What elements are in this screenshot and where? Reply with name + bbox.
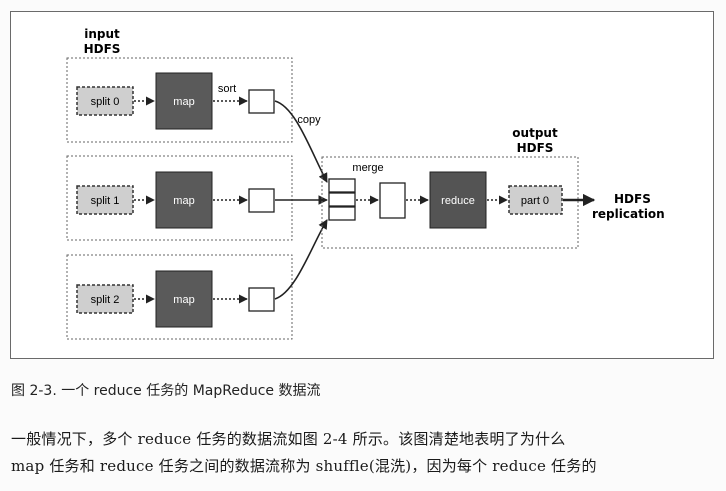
copy-arrow-0 [274, 100, 328, 183]
paragraph-line-2: map 任务和 reduce 任务之间的数据流称为 shuffle(混洗)，因为… [11, 457, 597, 475]
map-box-2 [155, 270, 213, 328]
split-box-2 [76, 284, 134, 314]
node-box-2 [66, 254, 293, 340]
split-label-1: split 1 [91, 195, 120, 207]
paragraph-line-1: 一般情况下，多个 reduce 任务的数据流如图 2-4 所示。该图清楚地表明了… [11, 430, 566, 448]
map-row-2: split 2 map [66, 254, 293, 340]
split-box-1 [76, 185, 134, 215]
reduce-node-box [321, 156, 579, 249]
copy-arrow-2 [274, 219, 328, 300]
map-label-2: map [173, 294, 194, 306]
input-hdfs-label-line1: input [84, 27, 120, 41]
split-label-2: split 2 [91, 294, 120, 306]
sort-output-box-1 [248, 188, 275, 213]
mapreduce-dataflow-diagram: input HDFS output HDFS split 0 map sort … [66, 27, 665, 340]
output-hdfs-label-line2: HDFS [517, 141, 554, 155]
split-box-0 [76, 86, 134, 116]
merge-label: merge [352, 162, 383, 174]
merged-box [379, 182, 406, 219]
map-label-0: map [173, 96, 194, 108]
hdfs-replication-label-line1: HDFS [614, 192, 651, 206]
map-label-1: map [173, 195, 194, 207]
hdfs-replication-label-line2: replication [592, 207, 665, 221]
merge-input-box-1 [328, 192, 356, 207]
merge-input-box-2 [328, 206, 356, 221]
sort-output-box-0 [248, 89, 275, 114]
reduce-box [429, 171, 487, 229]
reduce-node: merge reduce part 0 [321, 156, 579, 249]
part-label: part 0 [521, 195, 549, 207]
copy-label: copy [297, 114, 321, 126]
map-box-0 [155, 72, 213, 130]
input-hdfs-label-line2: HDFS [84, 42, 121, 56]
output-hdfs-label-line1: output [512, 126, 558, 140]
split-label-0: split 0 [91, 96, 120, 108]
reduce-label: reduce [441, 195, 475, 207]
map-row-1: split 1 map [66, 155, 293, 241]
figure-2-3: input HDFS output HDFS split 0 map sort … [10, 11, 714, 359]
figure-caption: 图 2-3. 一个 reduce 任务的 MapReduce 数据流 [11, 383, 321, 399]
map-row-0: split 0 map sort [66, 57, 293, 143]
node-box-0 [66, 57, 293, 143]
node-box-1 [66, 155, 293, 241]
part-box [508, 185, 563, 215]
sort-output-box-2 [248, 287, 275, 312]
map-box-1 [155, 171, 213, 229]
sort-label: sort [218, 83, 236, 95]
merge-input-box-0 [328, 178, 356, 193]
